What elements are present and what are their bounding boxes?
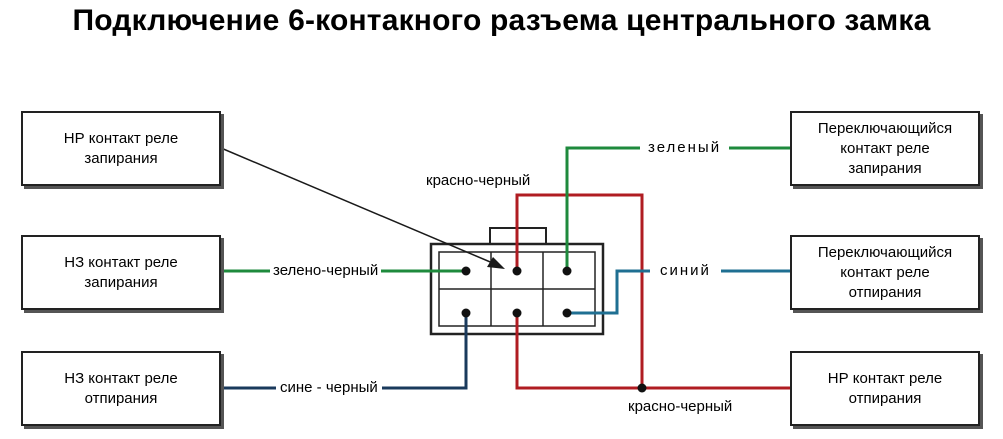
connector-pins [461,266,647,393]
box-nz-unlock: НЗ контакт реле отпирания [21,351,221,426]
page-title: Подключение 6-контакного разъема централ… [72,4,931,37]
pin-1 [461,266,471,276]
box-nz-lock: НЗ контакт реле запирания [21,235,221,310]
wire-blue-black [221,313,468,390]
box-nr-lock: НР контакт реле запирания [21,111,221,186]
label-red-black-bottom: красно-черный [628,398,733,415]
label-blue: синий [650,262,721,280]
junction-dot [637,383,647,393]
pin-5 [512,308,522,318]
box-switch-unlock: Переключающийся контакт реле отпирания [790,235,980,310]
box-switch-lock-label: Переключающийся контакт реле запирания [817,119,953,177]
label-red-black-top: красно-черный [426,172,531,189]
wire-black-arrow [220,147,505,269]
label-green: зеленый [640,139,730,157]
box-nr-lock-label: НР контакт реле запирания [63,129,179,167]
label-blue-black: сине - черный [276,379,382,397]
pin-6 [562,308,572,318]
pin-2 [512,266,522,276]
box-nr-unlock: НР контакт реле отпирания [790,351,980,426]
wire-red-black [515,193,790,390]
label-green-black: зелено-черный [270,262,382,280]
box-nz-unlock-label: НЗ контакт реле отпирания [64,369,178,407]
pin-4 [461,308,471,318]
pin-3 [562,266,572,276]
box-switch-unlock-label: Переключающийся контакт реле отпирания [817,243,953,301]
box-nr-unlock-label: НР контакт реле отпирания [827,369,943,407]
box-switch-lock: Переключающийся контакт реле запирания [790,111,980,186]
box-nz-lock-label: НЗ контакт реле запирания [64,253,178,291]
